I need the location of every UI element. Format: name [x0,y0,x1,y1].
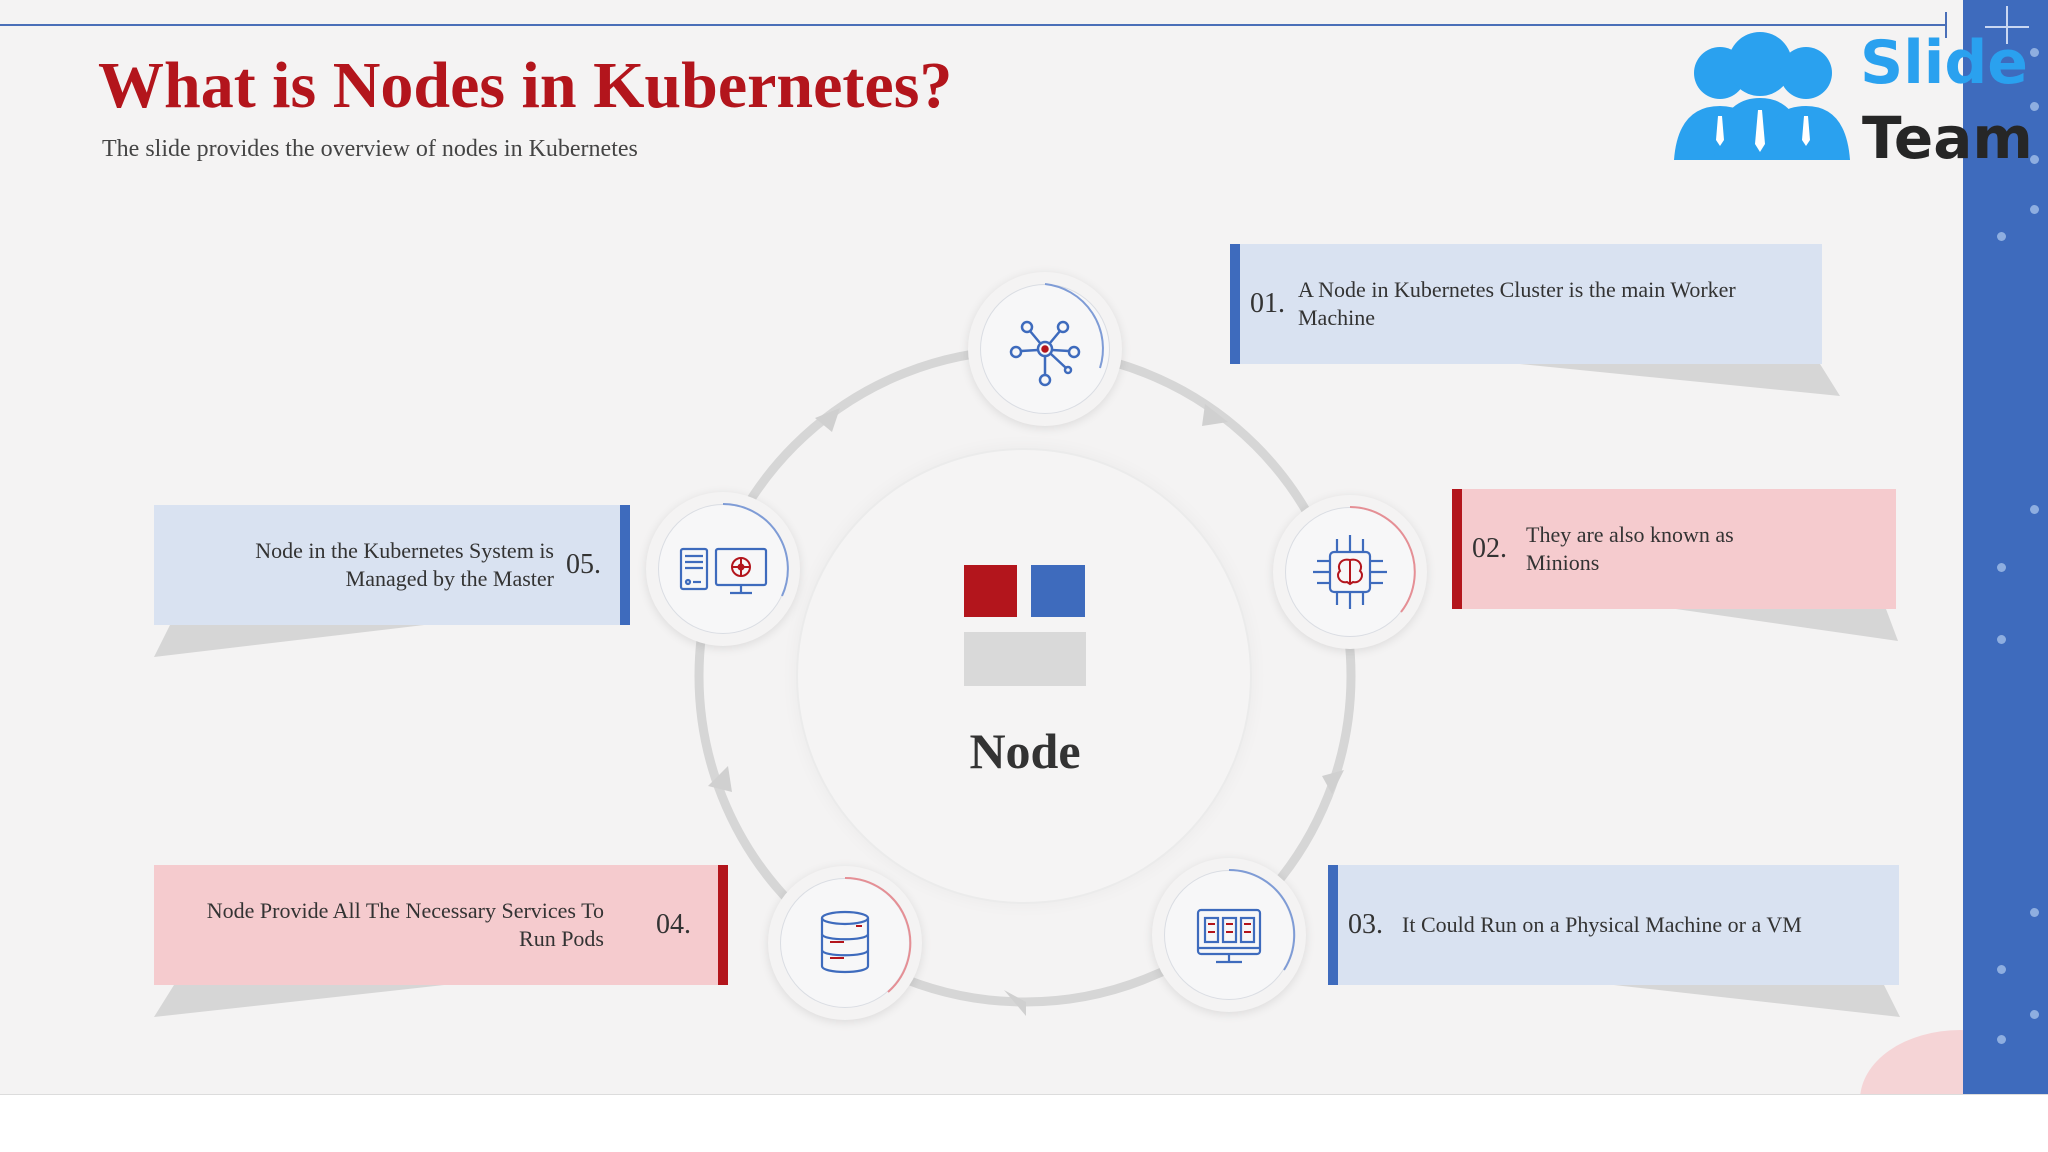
ring-arrow-icon [1004,990,1026,1016]
point-text: It Could Run on a Physical Machine or a … [1402,912,1802,937]
point-card-01: 01. A Node in Kubernetes Cluster is the … [1230,244,1822,364]
card-shadow [1676,609,1898,641]
side-dot [1997,965,2006,974]
point-number: 05. [566,549,601,580]
logo-text-slide: Slide [1860,28,2028,98]
side-dot [2030,1010,2039,1019]
card-accent-bar [718,865,728,985]
plus-mark-icon [2006,6,2008,44]
ring-arrow-icon [1322,770,1344,794]
side-dot [2030,908,2039,917]
ai-chip-brain-icon [1273,495,1427,649]
point-text: Node in the Kubernetes System is Managed… [255,538,554,591]
ring-arrow-icon [1202,404,1228,426]
monitor-servers-icon [1152,858,1306,1012]
top-rule [0,24,1945,26]
point-text: A Node in Kubernetes Cluster is the main… [1298,277,1736,330]
side-dot [2030,505,2039,514]
ring-arrow-icon [708,766,732,792]
side-dot [2030,48,2039,57]
center-label: Node [969,723,1081,779]
point-number: 02. [1472,533,1507,564]
top-rule-tick [1945,12,1947,38]
card-accent-bar [1328,865,1338,985]
slideteam-logo-icon [1674,32,1850,160]
point-text: Node Provide All The Necessary Services … [206,898,604,951]
node-block-blue [1031,565,1085,617]
card-shadow [154,625,424,657]
card-shadow [154,985,444,1017]
point-number: 03. [1348,909,1383,940]
side-dot [2030,205,2039,214]
point-card-03: 03. It Could Run on a Physical Machine o… [1328,865,1899,985]
side-dot [1997,232,2006,241]
side-dot [2030,102,2039,111]
card-shadow [1614,985,1900,1017]
side-dot [1997,563,2006,572]
point-card-02: 02. They are also known as Minions [1452,489,1896,609]
ring-arrow-icon [815,408,840,432]
point-number: 01. [1250,288,1285,319]
side-dot [1997,1035,2006,1044]
page-title: What is Nodes in Kubernetes? [98,49,953,122]
point-text: They are also known as Minions [1526,522,1734,575]
card-shadow [1520,364,1840,396]
point-card-04: Node Provide All The Necessary Services … [154,865,728,985]
side-dot [1997,635,2006,644]
slide: What is Nodes in Kubernetes? The slide p… [0,0,2048,1094]
card-accent-bar [1452,489,1462,609]
point-card-05: Node in the Kubernetes System is Managed… [154,505,630,625]
logo-text-team: Team [1862,104,2033,172]
node-block-grey [964,632,1086,686]
node-block-red [964,565,1017,617]
side-bar [1963,0,2048,1094]
bottom-band [0,1094,2048,1152]
card-accent-bar [620,505,630,625]
point-number: 04. [656,909,691,940]
card-accent-bar [1230,244,1240,364]
database-icon [768,866,922,1020]
page-subtitle: The slide provides the overview of nodes… [102,136,638,162]
server-computer-kubernetes-icon [646,492,800,646]
network-hub-icon [968,272,1122,426]
side-dot [2030,155,2039,164]
